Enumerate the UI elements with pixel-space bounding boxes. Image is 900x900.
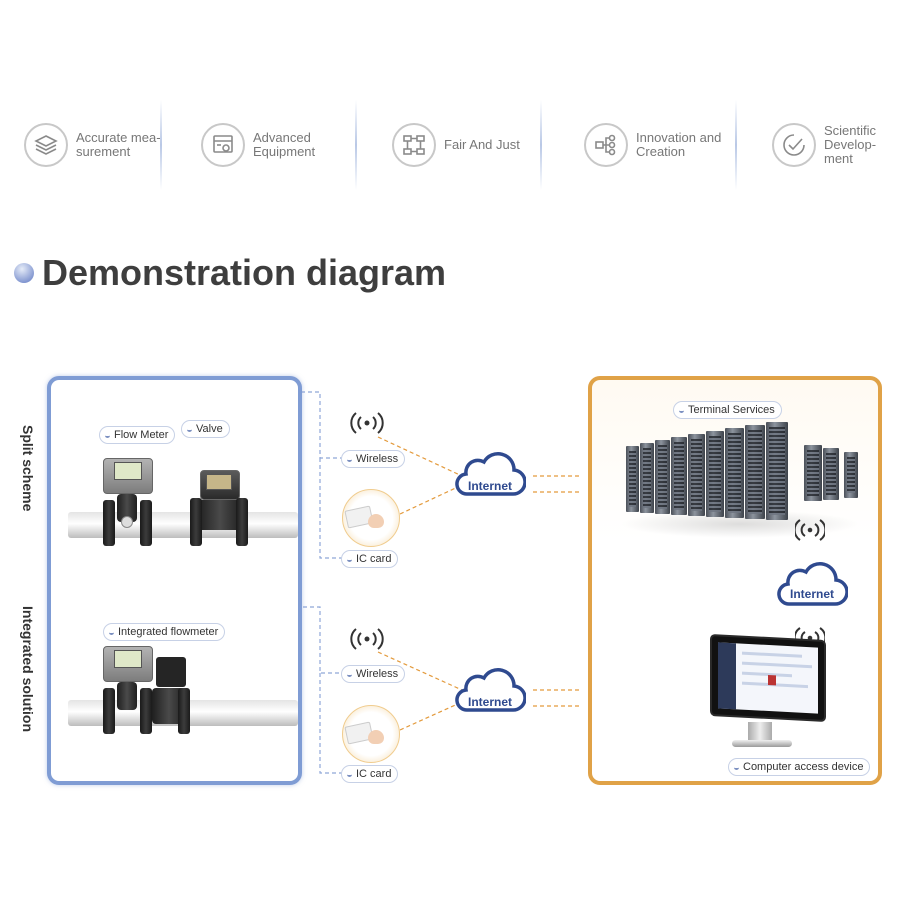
tag-terminal-services: Terminal Services [673,401,782,419]
feature-scientific-development: Scientific Develop- ment [772,105,876,185]
network-icon [584,123,628,167]
internet-cloud-right: Internet [776,558,849,610]
feature-innovation: Innovation and Creation [584,105,721,185]
page-title: Demonstration diagram [42,252,447,293]
feature-advanced-equipment: Advanced Equipment [201,105,315,185]
split-scheme-label: Split scheme [20,425,36,512]
tag-wireless-bottom: Wireless [341,665,406,683]
feature-label: Scientific Develop- ment [824,123,877,166]
tag-ic-card-bottom: IC card [341,765,399,783]
check-badge-icon [772,123,816,167]
flowchart-icon [392,123,436,167]
tag-valve: Valve [181,420,230,438]
tag-wireless-top: Wireless [341,450,406,468]
wireless-signal-icon [350,412,384,434]
feature-label: Innovation and Creation [636,130,722,159]
hand-icon [368,514,384,528]
hand-icon [368,730,384,744]
layers-icon [24,123,68,167]
cloud-icon [777,562,849,606]
feature-accurate-measurement: Accurate mea- surement [24,105,161,185]
tag-integrated-flowmeter: Integrated flowmeter [103,623,226,641]
feature-fair-and-just: Fair And Just [392,105,520,185]
feature-label: Advanced Equipment [253,130,316,159]
cloud-icon [455,668,527,712]
feature-label: Fair And Just [444,137,520,152]
tag-flow-meter: Flow Meter [99,426,176,444]
heading-bullet-icon [14,263,34,283]
internet-cloud-bottom: Internet [454,664,527,716]
cloud-icon [455,452,527,496]
section-heading: Demonstration diagram [14,252,446,294]
tag-computer-access-device: Computer access device [728,758,871,776]
internet-cloud-top: Internet [454,448,527,500]
equipment-icon [201,123,245,167]
wireless-signal-icon [350,628,384,650]
tag-ic-card-top: IC card [341,550,399,568]
wireless-signal-icon [795,519,825,541]
integrated-solution-label: Integrated solution [20,606,36,732]
feature-label: Accurate mea- surement [76,130,161,159]
